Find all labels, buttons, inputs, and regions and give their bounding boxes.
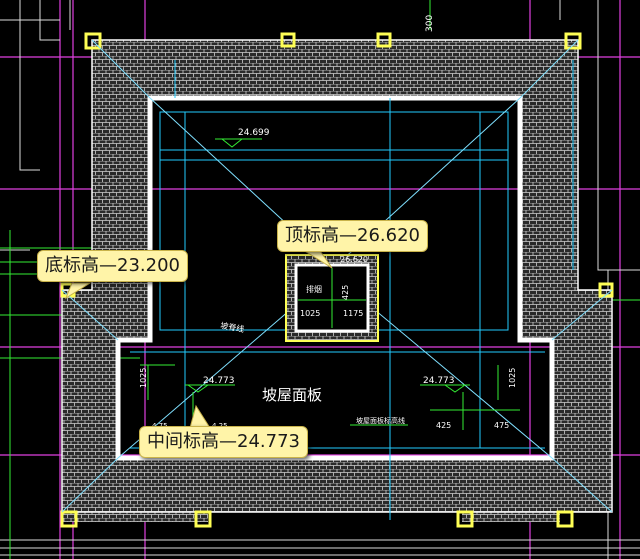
dim-left-vertical: 1025 [139, 368, 148, 388]
dim-lower-left: 425 [436, 421, 451, 430]
cyan-lines [130, 60, 574, 520]
dim-top-axis-label: 300 [425, 15, 435, 32]
callout-middle-elevation: 中间标高—24.773 [139, 426, 308, 458]
elevation-upper-label: 24.699 [238, 128, 270, 138]
central-vent-outline [285, 254, 379, 342]
vent-inner-lines [298, 268, 366, 328]
slope-label: 坡脊线 [220, 320, 245, 334]
callout-top-elevation: 顶标高—26.620 [277, 220, 428, 252]
vent-dim-left: 1025 [300, 309, 320, 318]
vent-dim-vertical: 425 [341, 285, 350, 300]
dim-lower-right: 475 [494, 421, 509, 430]
callout-tails [64, 247, 333, 429]
elevation-left-label: 24.773 [203, 376, 235, 386]
line-label: 坡屋面板标高线 [356, 416, 405, 425]
elevation-right-label: 24.773 [423, 376, 455, 386]
callout-bottom-elevation: 底标高—23.200 [37, 250, 188, 282]
drawing-title: 坡屋面板 [262, 386, 322, 404]
elevation-markers [140, 138, 520, 430]
dim-right-vertical: 1025 [508, 368, 517, 388]
elevation-center-label: 26.620 [340, 255, 368, 264]
vent-dim-right: 1175 [343, 309, 363, 318]
roof-hatch-band [62, 40, 612, 522]
vent-box-label: 排烟 [306, 284, 322, 294]
